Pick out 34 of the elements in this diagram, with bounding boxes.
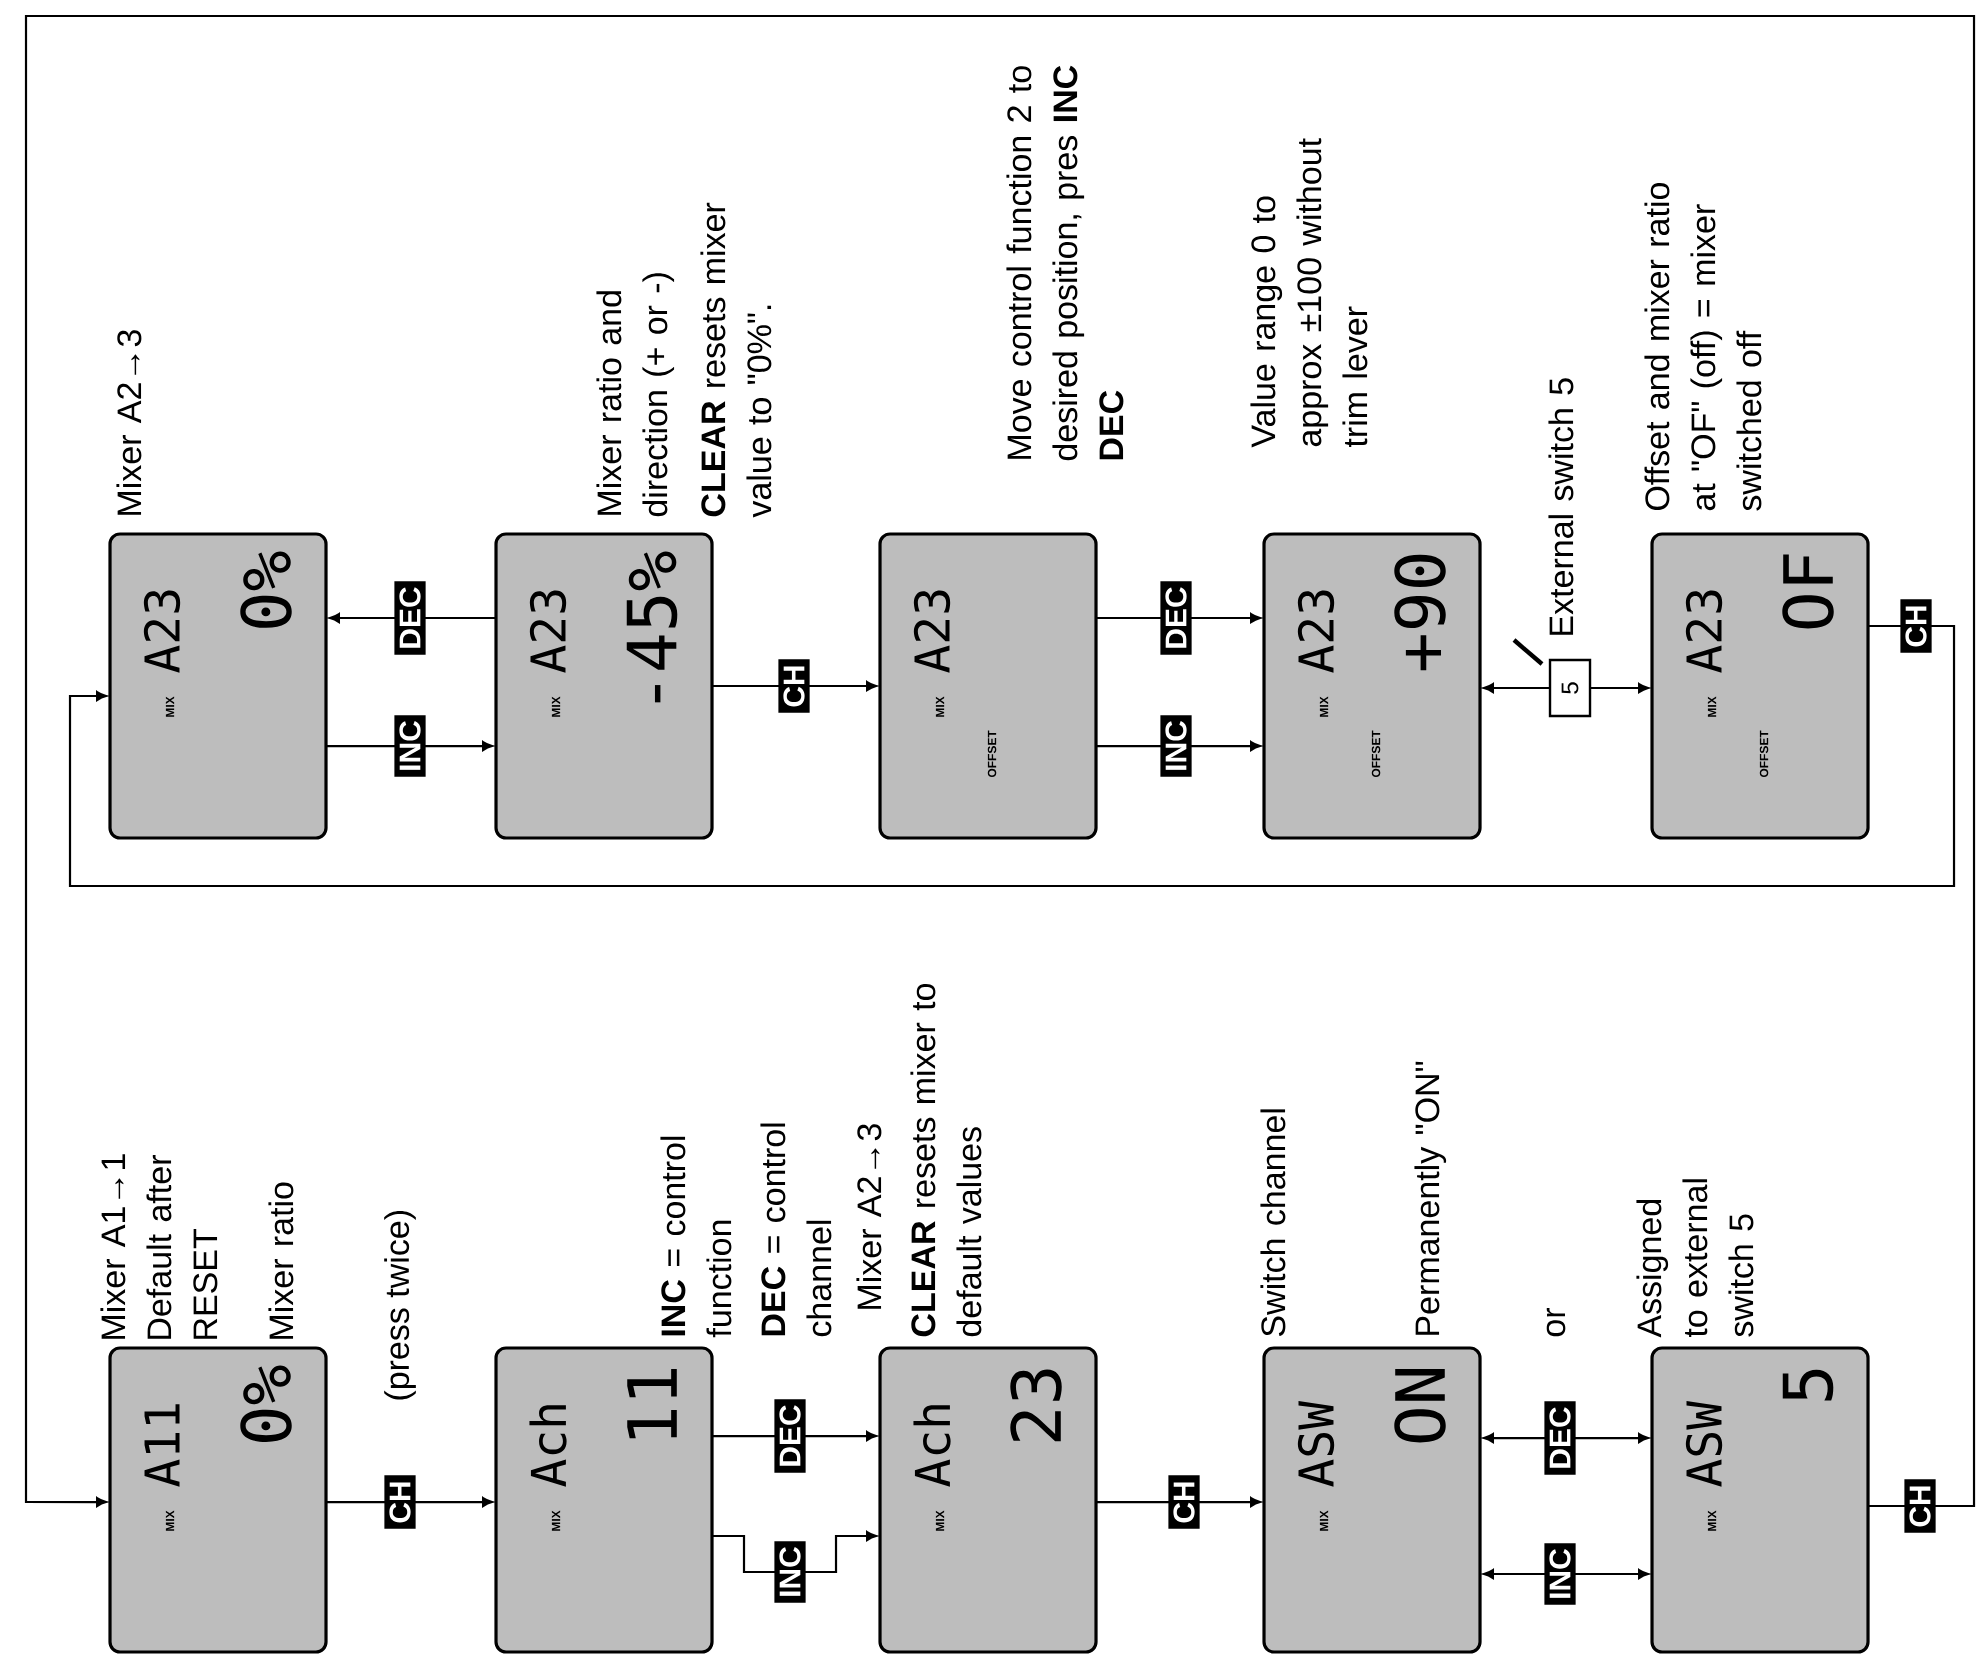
key-label: DEC [774, 1399, 806, 1473]
annotation-text: Mixer A2→3 [856, 1124, 882, 1309]
annotation-text: Assigned to external switch 5 [1636, 1179, 1754, 1338]
note-text: (press twice) [384, 1211, 416, 1400]
arrow [1590, 683, 1650, 694]
key-label: CH [1168, 1475, 1200, 1529]
key-label: INC [1544, 1543, 1576, 1605]
annotation-text: Mixer A2→3 [116, 330, 142, 515]
key-label: INC [774, 1541, 806, 1603]
annotation-text: External switch 5 [1548, 378, 1574, 635]
switch-box: 5 [1548, 658, 1592, 718]
key-label: CH [1900, 599, 1932, 653]
arrow [68, 624, 1956, 888]
key-label: DEC [1544, 1401, 1576, 1475]
key-label: INC [1160, 715, 1192, 777]
annotation-text: Switch channel [1260, 1109, 1286, 1337]
annotation-text: Offset and mixer ratio at "OF" (off) = mixer switched off [1644, 183, 1762, 511]
key-label: DEC [1160, 581, 1192, 655]
arrow [1482, 1568, 1650, 1580]
annotation-text: Mixer ratio [268, 1182, 294, 1339]
key-label: INC [394, 715, 426, 777]
annotation-text: Mixer A1→1 Default after RESET [100, 1154, 218, 1339]
arrow [712, 1530, 878, 1574]
annotation-text: Permanently "ON" [1414, 1061, 1447, 1335]
annotation-text: Value range 0 to approx ±100 without trim lever [1250, 138, 1368, 448]
annotation-text: Mixer ratio and direction (+ or -) [596, 273, 675, 517]
key-label: CH [778, 659, 810, 713]
key-label: CH [384, 1475, 416, 1529]
key-label: DEC [394, 581, 426, 655]
key-label: CH [1904, 1479, 1936, 1533]
arrow [1482, 1433, 1650, 1444]
arrow [24, 14, 1976, 1508]
arrow [1482, 683, 1550, 694]
note-text: or [1546, 1307, 1566, 1337]
